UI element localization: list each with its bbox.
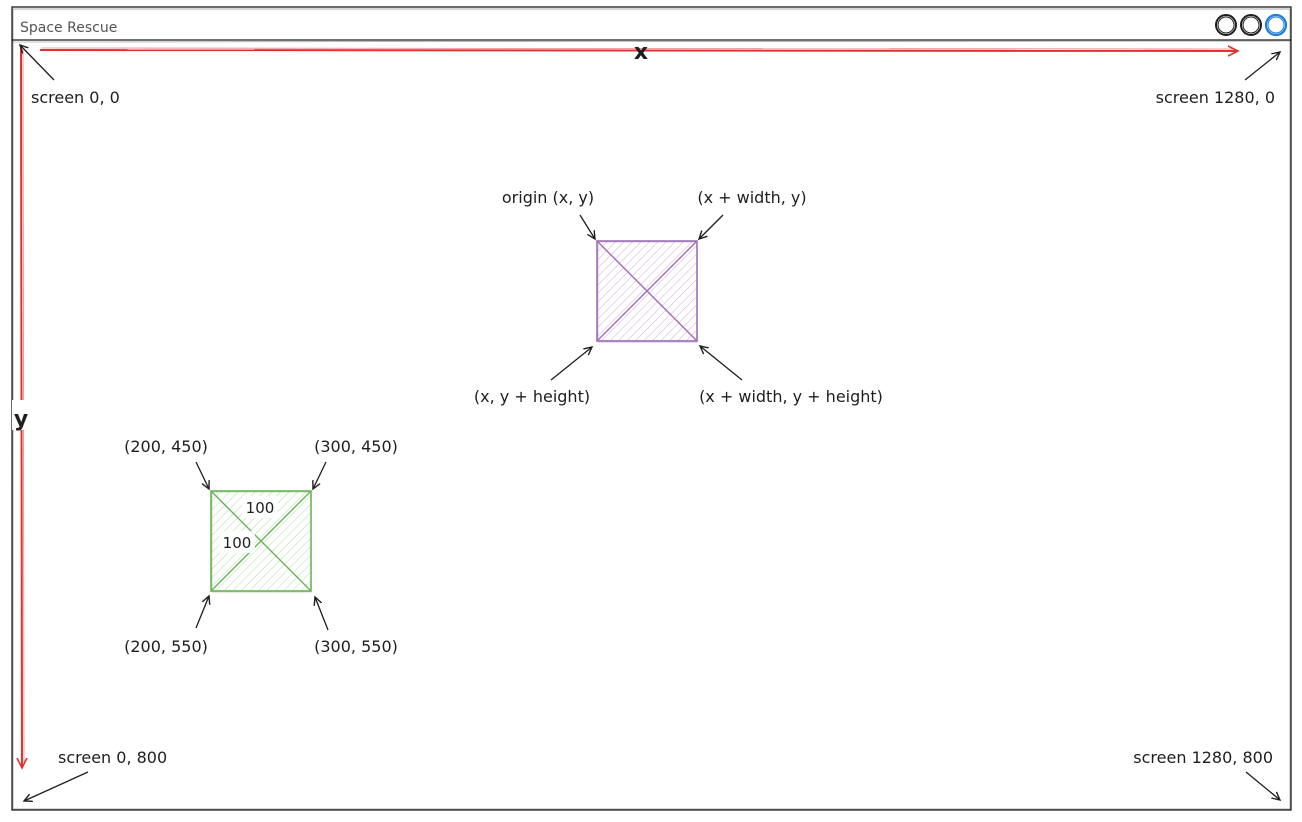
generic-box [596, 240, 698, 343]
example-label-bottom-left: (200, 550) [124, 637, 208, 656]
x-axis: x [39, 40, 1238, 65]
generic-label-top-right: (x + width, y) [697, 188, 806, 207]
y-axis: y [12, 45, 30, 768]
x-axis-label: x [634, 40, 648, 65]
title-bar: Space Rescue [11, 20, 1292, 43]
corner-label-bottom-right: screen 1280, 800 [1133, 748, 1273, 767]
window-controls[interactable] [1215, 13, 1288, 37]
corner-top-right: screen 1280, 0 [1156, 52, 1280, 107]
y-axis-label: y [14, 407, 28, 432]
generic-label-bottom-right: (x + width, y + height) [699, 387, 883, 406]
example-width-label: 100 [246, 499, 275, 517]
example-height-label: 100 [223, 534, 252, 552]
circle-icon[interactable] [1215, 14, 1237, 36]
circle-icon[interactable] [1240, 14, 1262, 36]
example-label-top-left: (200, 450) [124, 437, 208, 456]
example-box: 100 100 [210, 490, 312, 593]
corner-label-bottom-left: screen 0, 800 [58, 748, 167, 767]
example-label-top-right: (300, 450) [314, 437, 398, 456]
corner-bottom-right: screen 1280, 800 [1133, 748, 1280, 800]
circle-icon[interactable] [1264, 13, 1288, 37]
example-label-bottom-right: (300, 550) [314, 637, 398, 656]
corner-label-top-right: screen 1280, 0 [1156, 88, 1275, 107]
corner-top-left: screen 0, 0 [20, 45, 120, 107]
generic-box-labels: origin (x, y) (x + width, y) (x, y + hei… [474, 188, 883, 406]
generic-label-top-left: origin (x, y) [502, 188, 594, 207]
corner-bottom-left: screen 0, 800 [24, 748, 167, 801]
window-title: Space Rescue [20, 20, 117, 36]
corner-label-top-left: screen 0, 0 [31, 88, 120, 107]
window-frame [11, 6, 1292, 811]
generic-label-bottom-left: (x, y + height) [474, 387, 590, 406]
example-box-labels: (200, 450) (300, 450) (200, 550) (300, 5… [124, 437, 398, 656]
